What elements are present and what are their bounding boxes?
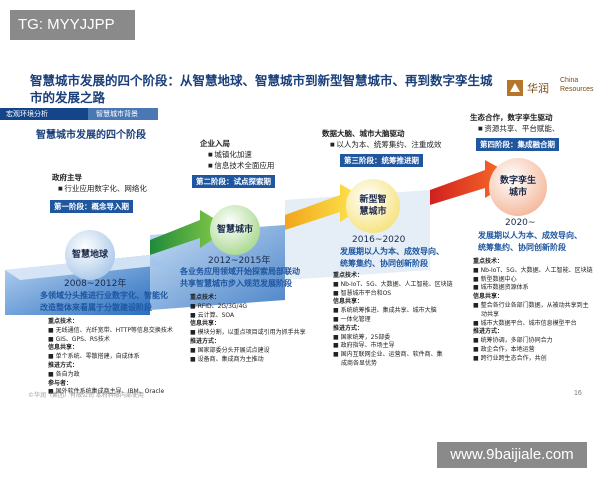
stage-2-detail: 重点技术： ■ RFID、2G/3G/4G ■ 云计算、SOA 信息共享： ■ … xyxy=(190,294,306,364)
detail-heading: 重点技术： xyxy=(473,258,504,265)
detail-heading: 重点技术： xyxy=(333,272,364,279)
logo-chinese: 华润 xyxy=(527,82,549,95)
detail-line: ■ 国内互联网企业、运营商、软件商、集 xyxy=(333,351,443,359)
detail-line: ■ 城市大数据平台、城市信息模型平台 xyxy=(473,319,577,327)
detail-line: ■ GIS、GPS、RS技术 xyxy=(48,335,110,343)
detail-line: ■ 云计算、SOA xyxy=(190,311,235,319)
stage-3-years: 2016~2020 xyxy=(352,235,406,245)
detail-heading: 信息共享： xyxy=(48,344,79,352)
stage-staircase xyxy=(5,158,547,315)
stage-2-bullet-2: 信息技术全面应用 xyxy=(208,160,274,172)
detail-heading: 重点技术： xyxy=(48,318,79,325)
arrow-green xyxy=(150,210,230,255)
channel-tag: TG: MYYJJPP xyxy=(10,10,135,40)
stage-1-desc-line2: 改造整体来看属于分散建设阶段 xyxy=(40,303,152,312)
breadcrumb: 宏观环境分析 智慧城市背景 xyxy=(0,108,600,120)
slide-title: 智慧城市发展的四个阶段：从智慧地球、智慧城市到新型智慧城市、再到数字孪生城市的发… xyxy=(30,73,493,105)
detail-heading: 信息共享： xyxy=(190,320,221,328)
stage-3-desc-line2: 统筹集约、协同创新阶段 xyxy=(340,259,428,268)
stage-1-bullet: 行业应用数字化、网络化 xyxy=(58,183,147,195)
logo-english: China Resources xyxy=(560,76,593,94)
stage-1-tag: 第一阶段：概念导入期 xyxy=(50,200,133,213)
stage-2-years: 2012~2015年 xyxy=(208,256,271,266)
detail-line: ■ 无线通信、光纤宽带、HTTP等信息交换技术 xyxy=(48,326,173,334)
stage-1-head: 政府主导 xyxy=(52,173,82,182)
stage-1-detail: 重点技术： ■ 无线通信、光纤宽带、HTTP等信息交换技术 ■ GIS、GPS、… xyxy=(48,318,173,397)
detail-heading: 推进方式： xyxy=(333,324,364,332)
stage-4-years: 2020~ xyxy=(505,218,536,228)
page-number: 16 xyxy=(574,390,582,397)
logo-en-line1: China xyxy=(560,77,579,84)
stage-1-desc-line1: 多领域分头推进行业数字化、智能化 xyxy=(40,291,168,300)
circle-1-shape xyxy=(65,230,115,280)
stage-3-head: 数据大脑、城市大脑驱动 xyxy=(322,129,405,138)
stage-2-head: 企业入局 xyxy=(200,139,230,148)
stage-2-tag: 第二阶段：试点探索期 xyxy=(192,175,275,188)
stage-2-bullet-1: 城镇化加速 xyxy=(208,149,252,161)
detail-line: ■ 一体化管理 xyxy=(333,315,371,323)
stage-4-head: 生态合作，数字孪生驱动 xyxy=(470,113,553,122)
detail-heading: 推进方式： xyxy=(48,361,79,369)
detail-heading: 信息共享： xyxy=(333,298,364,306)
detail-heading: 参与者： xyxy=(48,379,73,387)
detail-line: 成商各显优势 xyxy=(341,359,378,367)
breadcrumb-topic: 智慧城市背景 xyxy=(88,108,158,120)
logo-mark-icon xyxy=(507,80,523,96)
stage-3-tag: 第三阶段：统筹推进期 xyxy=(340,154,423,167)
detail-line: ■ 城市数据资源体系 xyxy=(473,284,529,292)
stage-4-desc: 发展期以人为本、成效导向、 统筹集约、协同创新阶段 xyxy=(478,230,582,254)
logo-en-line2: Resources xyxy=(560,86,594,93)
detail-line: ■ Nb-IoT、5G、大数据、人工智能、区块链 xyxy=(473,266,593,274)
detail-line: ■ 各自为政 xyxy=(48,370,80,378)
slide: 智慧城市发展的四个阶段：从智慧地球、智慧城市到新型智慧城市、再到数字孪生城市的发… xyxy=(0,60,600,410)
watermark-banner: www.9baijiale.com xyxy=(437,442,587,468)
stage-3-desc: 发展期以人为本、成效导向、 统筹集约、协同创新阶段 xyxy=(340,246,444,270)
detail-heading: 推进方式： xyxy=(473,328,504,336)
company-logo: 华润 China Resources xyxy=(505,74,595,104)
stage-1-desc: 多领域分头推进行业数字化、智能化 改造整体来看属于分散建设阶段 xyxy=(40,290,168,314)
detail-line: ■ 跨行业跨生态合作，共创 xyxy=(473,354,547,362)
circle-3-label: 新型智慧城市 xyxy=(359,195,387,217)
stage-4-detail: 重点技术： ■ Nb-IoT、5G、大数据、人工智能、区块链 ■ 新型数据中心 … xyxy=(473,258,593,364)
detail-line: ■ Nb-IoT、5G、大数据、人工智能、区块链 xyxy=(333,280,453,288)
detail-heading: 重点技术： xyxy=(190,294,221,301)
detail-heading: 推进方式： xyxy=(190,337,221,345)
detail-line: ■ 系统统筹推进、集成共享、城市大脑 xyxy=(333,307,437,315)
stage-2-desc-line2: 共享智慧城市步入规范发展阶段 xyxy=(180,279,292,288)
circle-2-label: 智慧城市 xyxy=(216,225,253,235)
detail-line: ■ 政府指导、市场主导 xyxy=(333,342,395,350)
circle-1-label: 智慧地球 xyxy=(71,250,108,260)
stage-4-tag: 第四阶段：集成融合期 xyxy=(476,138,559,151)
detail-line: ■ 设备商、集成商为主推动 xyxy=(190,355,264,363)
diagram-subtitle: 智慧城市发展的四个阶段 xyxy=(36,130,146,141)
detail-line: ■ 国家统筹，25部委 xyxy=(333,333,391,341)
stage-4-desc-line1: 发展期以人为本、成效导向、 xyxy=(478,231,582,240)
stage-4-desc-line2: 统筹集约、协同创新阶段 xyxy=(478,243,566,252)
breadcrumb-section: 宏观环境分析 xyxy=(0,108,88,120)
detail-line: ■ 统筹协调，多部门协同合力 xyxy=(473,337,553,345)
circle-3-shape xyxy=(346,179,400,233)
detail-line: ■ 单个系统、零散搭建，自成体系 xyxy=(48,353,140,361)
detail-heading: 信息共享： xyxy=(473,293,504,301)
stage-1-years: 2008~2012年 xyxy=(64,279,127,289)
detail-line: ■ 模块分割，以重点项目或引用为抓手共享 xyxy=(190,329,306,337)
stage-3-detail: 重点技术： ■ Nb-IoT、5G、大数据、人工智能、区块链 ■ 智慧城市平台和… xyxy=(333,272,453,369)
detail-line: ■ 国外软件系统集成商主导、IBM、Oracle xyxy=(48,388,165,396)
circle-4-shape xyxy=(489,158,547,216)
stage-2-desc-line1: 各业务应用领域开始探索局部联动 xyxy=(180,267,300,276)
detail-line: 动共享 xyxy=(481,310,500,318)
stage-4-bullet-1: 资源共享、平台赋能、 xyxy=(478,123,559,135)
detail-line: ■ 新型数据中心 xyxy=(473,275,517,283)
slide-footer: ©华润（集团）有限公司 本材料限内部使用 xyxy=(28,392,144,399)
detail-line: ■ 政企合作，本地运营 xyxy=(473,345,535,353)
detail-line: ■ 整合各行业各部门数据，从被动共享到主 xyxy=(473,301,589,309)
detail-line: ■ RFID、2G/3G/4G xyxy=(190,302,248,310)
detail-line: ■ 国家部委分头开展试点建设 xyxy=(190,346,270,354)
circle-4-label: 数字孪生城市 xyxy=(499,176,536,198)
stage-2-desc: 各业务应用领域开始探索局部联动 共享智慧城市步入规范发展阶段 xyxy=(180,266,300,290)
stage-3-bullet: 以人为本、统筹集约、注重成效 xyxy=(330,139,441,151)
circle-2-shape xyxy=(210,205,260,255)
detail-line: ■ 智慧城市平台和OS xyxy=(333,289,392,297)
stage-3-desc-line1: 发展期以人为本、成效导向、 xyxy=(340,247,444,256)
